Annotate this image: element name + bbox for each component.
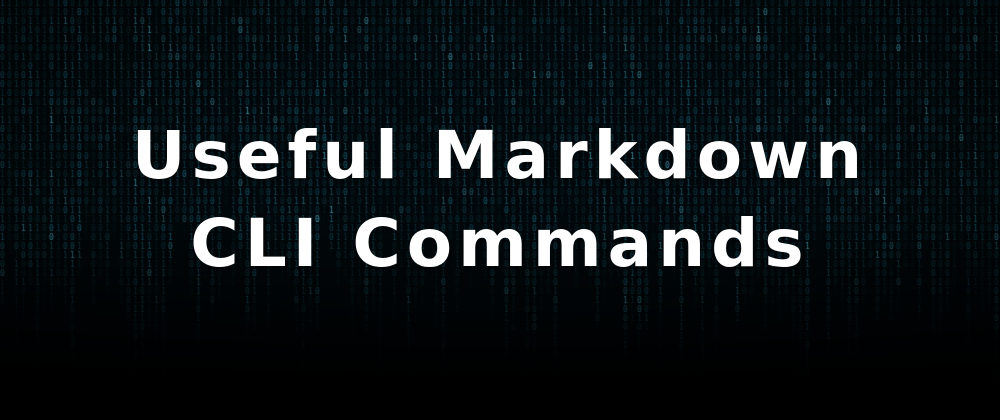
title-line-2: CLI Commands [190, 205, 810, 282]
title-line-1: Useful Markdown [131, 117, 869, 194]
banner-title: Useful Markdown CLI Commands [0, 112, 1000, 288]
